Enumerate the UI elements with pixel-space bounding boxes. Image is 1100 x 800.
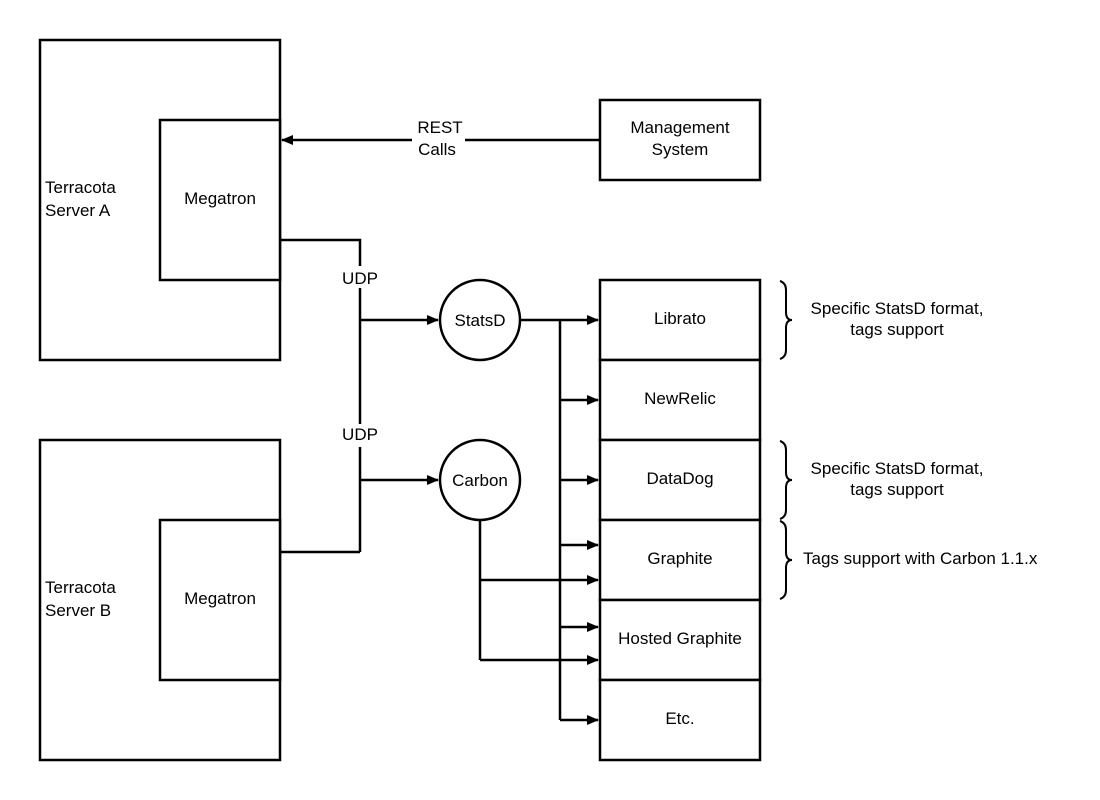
statsd-label: StatsD <box>454 311 505 330</box>
megatron-b-label: Megatron <box>184 589 256 608</box>
backend-label: DataDog <box>646 469 713 488</box>
backend-datadog: DataDog <box>598 438 762 522</box>
rest-label-line1: REST <box>417 118 462 137</box>
terracota-server-b: Terracota Server B Megatron <box>38 438 282 762</box>
megatron-a-label: Megatron <box>184 189 256 208</box>
note-line1: Specific StatsD format, <box>811 299 984 318</box>
carbon-label: Carbon <box>452 471 508 490</box>
udp-connectors: UDP UDP <box>280 238 439 554</box>
server-a-label-line2: Server A <box>45 201 111 220</box>
backend-label: Hosted Graphite <box>618 629 742 648</box>
backend-label: Librato <box>654 309 706 328</box>
server-a-label-line1: Terracota <box>45 178 116 197</box>
brace-icon <box>779 520 793 600</box>
note-line2: tags support <box>850 320 944 339</box>
note-line2: tags support <box>850 480 944 499</box>
backend-stack: Librato NewRelic DataDog Graphite Hosted… <box>598 278 762 762</box>
terracota-server-a: Terracota Server A Megatron <box>38 38 282 362</box>
carbon-node: Carbon <box>438 438 522 522</box>
statsd-node: StatsD <box>438 278 522 362</box>
note-line1: Tags support with Carbon 1.1.x <box>803 549 1038 568</box>
brace-icon <box>779 440 793 520</box>
note-datadog: Specific StatsD format, tags support <box>779 440 984 520</box>
backend-label: NewRelic <box>644 389 716 408</box>
backend-librato: Librato <box>598 278 762 362</box>
rest-label-line2: Calls <box>418 140 456 159</box>
backend-label: Graphite <box>647 549 712 568</box>
rest-calls-connector: REST Calls <box>281 118 600 159</box>
backend-hosted-graphite: Hosted Graphite <box>598 598 762 682</box>
server-b-label-line1: Terracota <box>45 578 116 597</box>
note-graphite: Tags support with Carbon 1.1.x <box>779 520 1038 600</box>
statsd-distribution <box>520 315 599 725</box>
megatron-a: Megatron <box>158 118 282 282</box>
note-line1: Specific StatsD format, <box>811 459 984 478</box>
server-b-label-line2: Server B <box>45 601 111 620</box>
brace-icon <box>779 280 793 360</box>
management-system: Management System <box>598 98 762 182</box>
carbon-distribution <box>478 520 599 665</box>
backend-newrelic: NewRelic <box>598 358 762 442</box>
backend-graphite: Graphite <box>598 518 762 602</box>
backend-etc: Etc. <box>598 678 762 762</box>
management-label-line2: System <box>652 140 709 159</box>
backend-label: Etc. <box>665 709 694 728</box>
udp-label-a: UDP <box>342 269 378 288</box>
udp-label-b: UDP <box>342 425 378 444</box>
megatron-b: Megatron <box>158 518 282 682</box>
management-label-line1: Management <box>630 118 730 137</box>
note-librato: Specific StatsD format, tags support <box>779 280 984 360</box>
